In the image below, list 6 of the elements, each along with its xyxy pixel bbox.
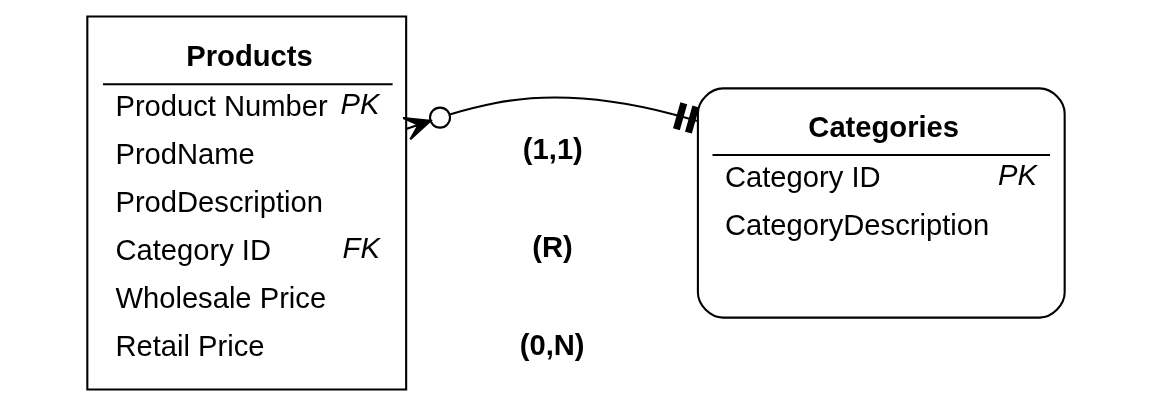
label: (0,N) bbox=[519, 328, 585, 361]
connector bbox=[402, 96, 700, 141]
label: (1,1) bbox=[522, 132, 583, 165]
node-box: Categories Category ID PK CategoryDescription bbox=[696, 87, 1066, 319]
label: (R) bbox=[532, 230, 573, 263]
node-box: Products Product Number PK ProdName ProdDescription Category ID FK Wholesale Price Retail Price bbox=[86, 15, 408, 391]
